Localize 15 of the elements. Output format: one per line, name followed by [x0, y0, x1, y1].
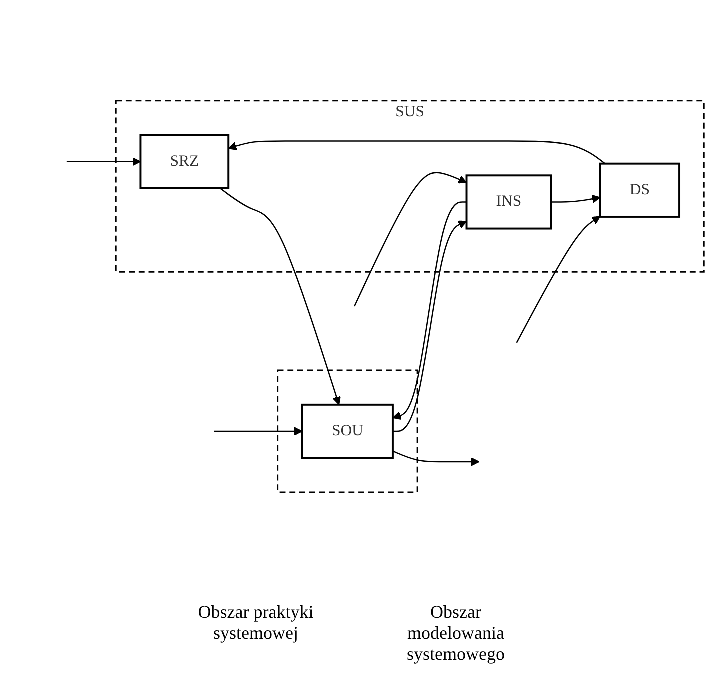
arrow — [551, 195, 601, 204]
arrow — [392, 450, 480, 467]
arrow — [228, 140, 606, 165]
arrow — [516, 216, 601, 344]
area-label: Obszar praktyki systemowej — [197, 602, 315, 645]
node-box: SRZ — [140, 134, 230, 190]
arrow — [220, 188, 341, 406]
node-box: DS — [599, 163, 680, 218]
cluster — [277, 370, 418, 494]
arrow — [354, 172, 468, 308]
arrow — [66, 158, 142, 167]
node-box: INS — [466, 174, 552, 230]
arrow — [214, 427, 303, 436]
node-box: SOU — [301, 404, 394, 460]
area-label: Obszar modelowania systemowego — [406, 602, 506, 665]
